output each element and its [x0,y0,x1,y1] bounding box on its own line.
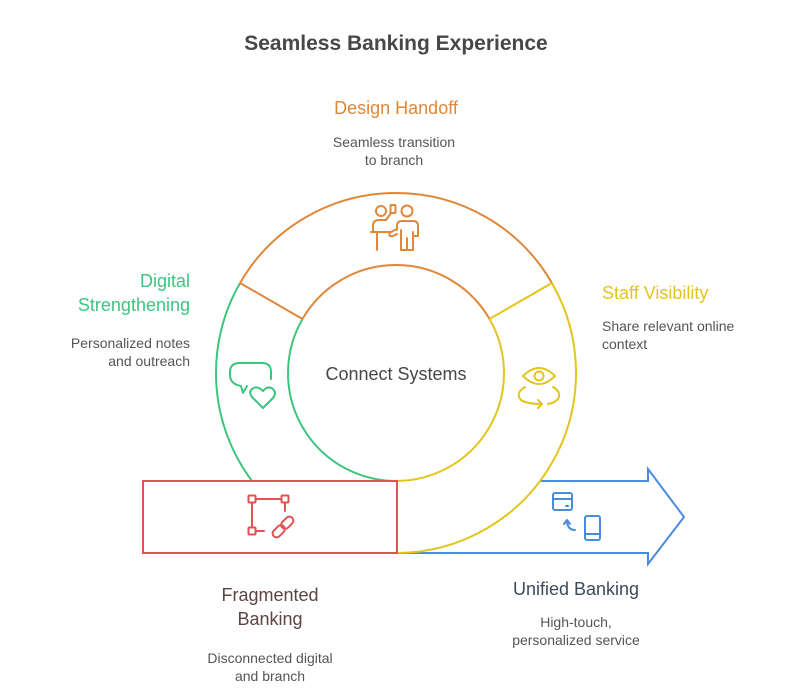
description-line: and branch [234,668,306,684]
stage-title-line: Digital [139,271,190,291]
end-title: Unified Banking [476,577,676,601]
stage-description-staff-visibility: Share relevant online context [602,317,792,353]
segment-outer-arc [395,282,577,554]
segment-inner-arc [395,318,505,482]
segment-inner-arc [287,318,397,482]
unified-banking-arrow [397,466,686,567]
description-line: Disconnected digital [207,650,333,666]
segment-staff-visibility [395,282,577,554]
stage-description-design-handoff: Seamless transition to branch [244,133,544,169]
segment-divider [489,282,553,320]
description-line: context [602,336,648,352]
stage-title-digital-strengthening: Digital Strengthening [0,269,190,317]
chat-heart-icon [229,362,276,409]
segment-outer-arc [215,282,253,482]
stage-title-design-handoff: Design Handoff [246,96,546,120]
description-line: to branch [364,152,424,168]
presenter-icon [370,204,419,251]
eye-rotate-icon [517,367,561,409]
description-line: Share relevant online [602,318,735,334]
stage-description-digital-strengthening: Personalized notes and outreach [0,334,190,370]
segment-outer-arc [239,191,553,284]
segment-digital-strengthening [215,282,397,482]
diagram-title: Seamless Banking Experience [244,32,548,55]
start-title-line: Fragmented [221,585,319,605]
card-phone-icon [552,492,601,541]
start-title: Fragmented Banking [170,583,370,631]
stage-title-line: Staff Visibility [602,283,709,303]
segment-inner-arc [301,264,491,320]
description-line: personalized service [512,632,640,648]
stage-title-line: Design Handoff [334,98,458,118]
start-title-line: Banking [237,609,303,629]
description-line: Personalized notes [70,335,190,351]
description-line: High-touch, [540,614,612,630]
segment-design-handoff [239,191,553,320]
link-square-icon [247,494,295,539]
end-title-line: Unified Banking [512,579,640,599]
segment-divider [239,282,303,320]
stage-title-line: Strengthening [77,295,190,315]
stage-title-staff-visibility: Staff Visibility [602,281,792,305]
fragmented-banking-box [142,480,398,554]
start-description: Disconnected digital and branch [170,649,370,685]
center-label: Connect Systems [325,364,467,384]
end-description: High-touch, personalized service [476,613,676,649]
description-line: and outreach [108,353,190,369]
description-line: Seamless transition [332,134,456,150]
